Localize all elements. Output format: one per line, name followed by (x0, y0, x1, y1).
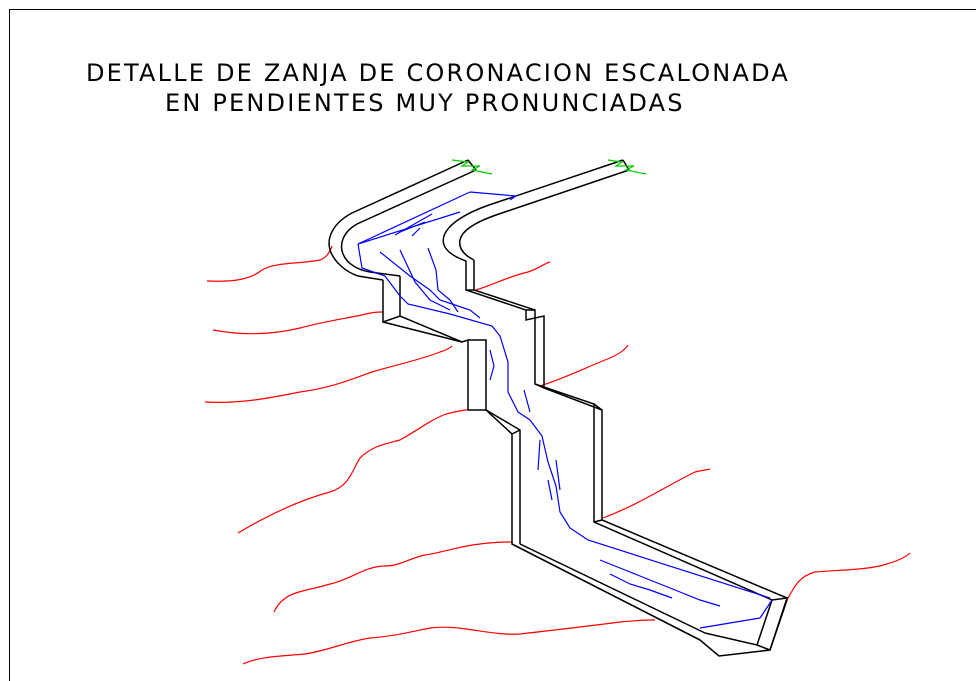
left-steps-edge-3 (511, 429, 521, 435)
flow-main-left (357, 243, 771, 599)
flow-top-edge (469, 191, 518, 201)
terrain-lines (204, 245, 911, 665)
left-wall-inner (340, 169, 477, 277)
flow-strand-10 (759, 599, 773, 619)
flow-main-right (379, 251, 481, 319)
right-steps-connector-3 (534, 383, 545, 389)
terrain-line-10 (242, 619, 656, 665)
title-line-2: EN PENDIENTES MUY PRONUNCIADAS (165, 89, 685, 117)
break-symbol-left (451, 159, 493, 175)
right-wall-inner (458, 169, 630, 261)
left-steps-top-1 (382, 321, 463, 343)
flow-strand-1 (394, 213, 433, 237)
flow-strand-9 (699, 617, 761, 629)
break-symbols (451, 159, 647, 175)
title-line-1: DETALLE DE ZANJA DE CORONACION ESCALONAD… (86, 59, 790, 87)
right-steps-connector-4 (593, 403, 603, 411)
right-steps-connector-5 (593, 519, 603, 523)
terrain-line-5 (204, 345, 453, 403)
flow-channel-top (357, 191, 471, 245)
end-wall (704, 597, 789, 651)
left-steps-edge-2 (485, 409, 521, 544)
drawing-frame (9, 9, 976, 681)
terrain-line-9 (786, 552, 911, 601)
water-flow (357, 191, 773, 629)
flow-strand-5 (523, 389, 531, 413)
flow-strand-6 (537, 439, 561, 501)
terrain-line-3 (212, 311, 384, 335)
left-steps-edge-1 (468, 339, 487, 410)
terrain-line-8 (273, 541, 513, 613)
right-wall-outer (442, 159, 624, 262)
left-steps-bottom (519, 543, 706, 634)
break-symbol-right (607, 159, 647, 175)
terrain-line-1 (206, 245, 333, 282)
flow-strand-8 (609, 573, 673, 599)
flow-strand-3 (427, 247, 459, 313)
terrain-line-4 (539, 344, 629, 387)
left-steps-front (382, 280, 788, 657)
right-steps-outer (465, 261, 788, 599)
flow-strand-4 (489, 349, 495, 381)
left-wall-outer (328, 159, 469, 281)
flow-strand-2 (399, 249, 451, 311)
terrain-line-7 (602, 468, 711, 519)
flow-strand-7 (599, 559, 721, 607)
left-steps-bottom-front (511, 543, 701, 641)
terrain-line-6 (237, 409, 468, 534)
terrain-line-2 (475, 261, 551, 291)
